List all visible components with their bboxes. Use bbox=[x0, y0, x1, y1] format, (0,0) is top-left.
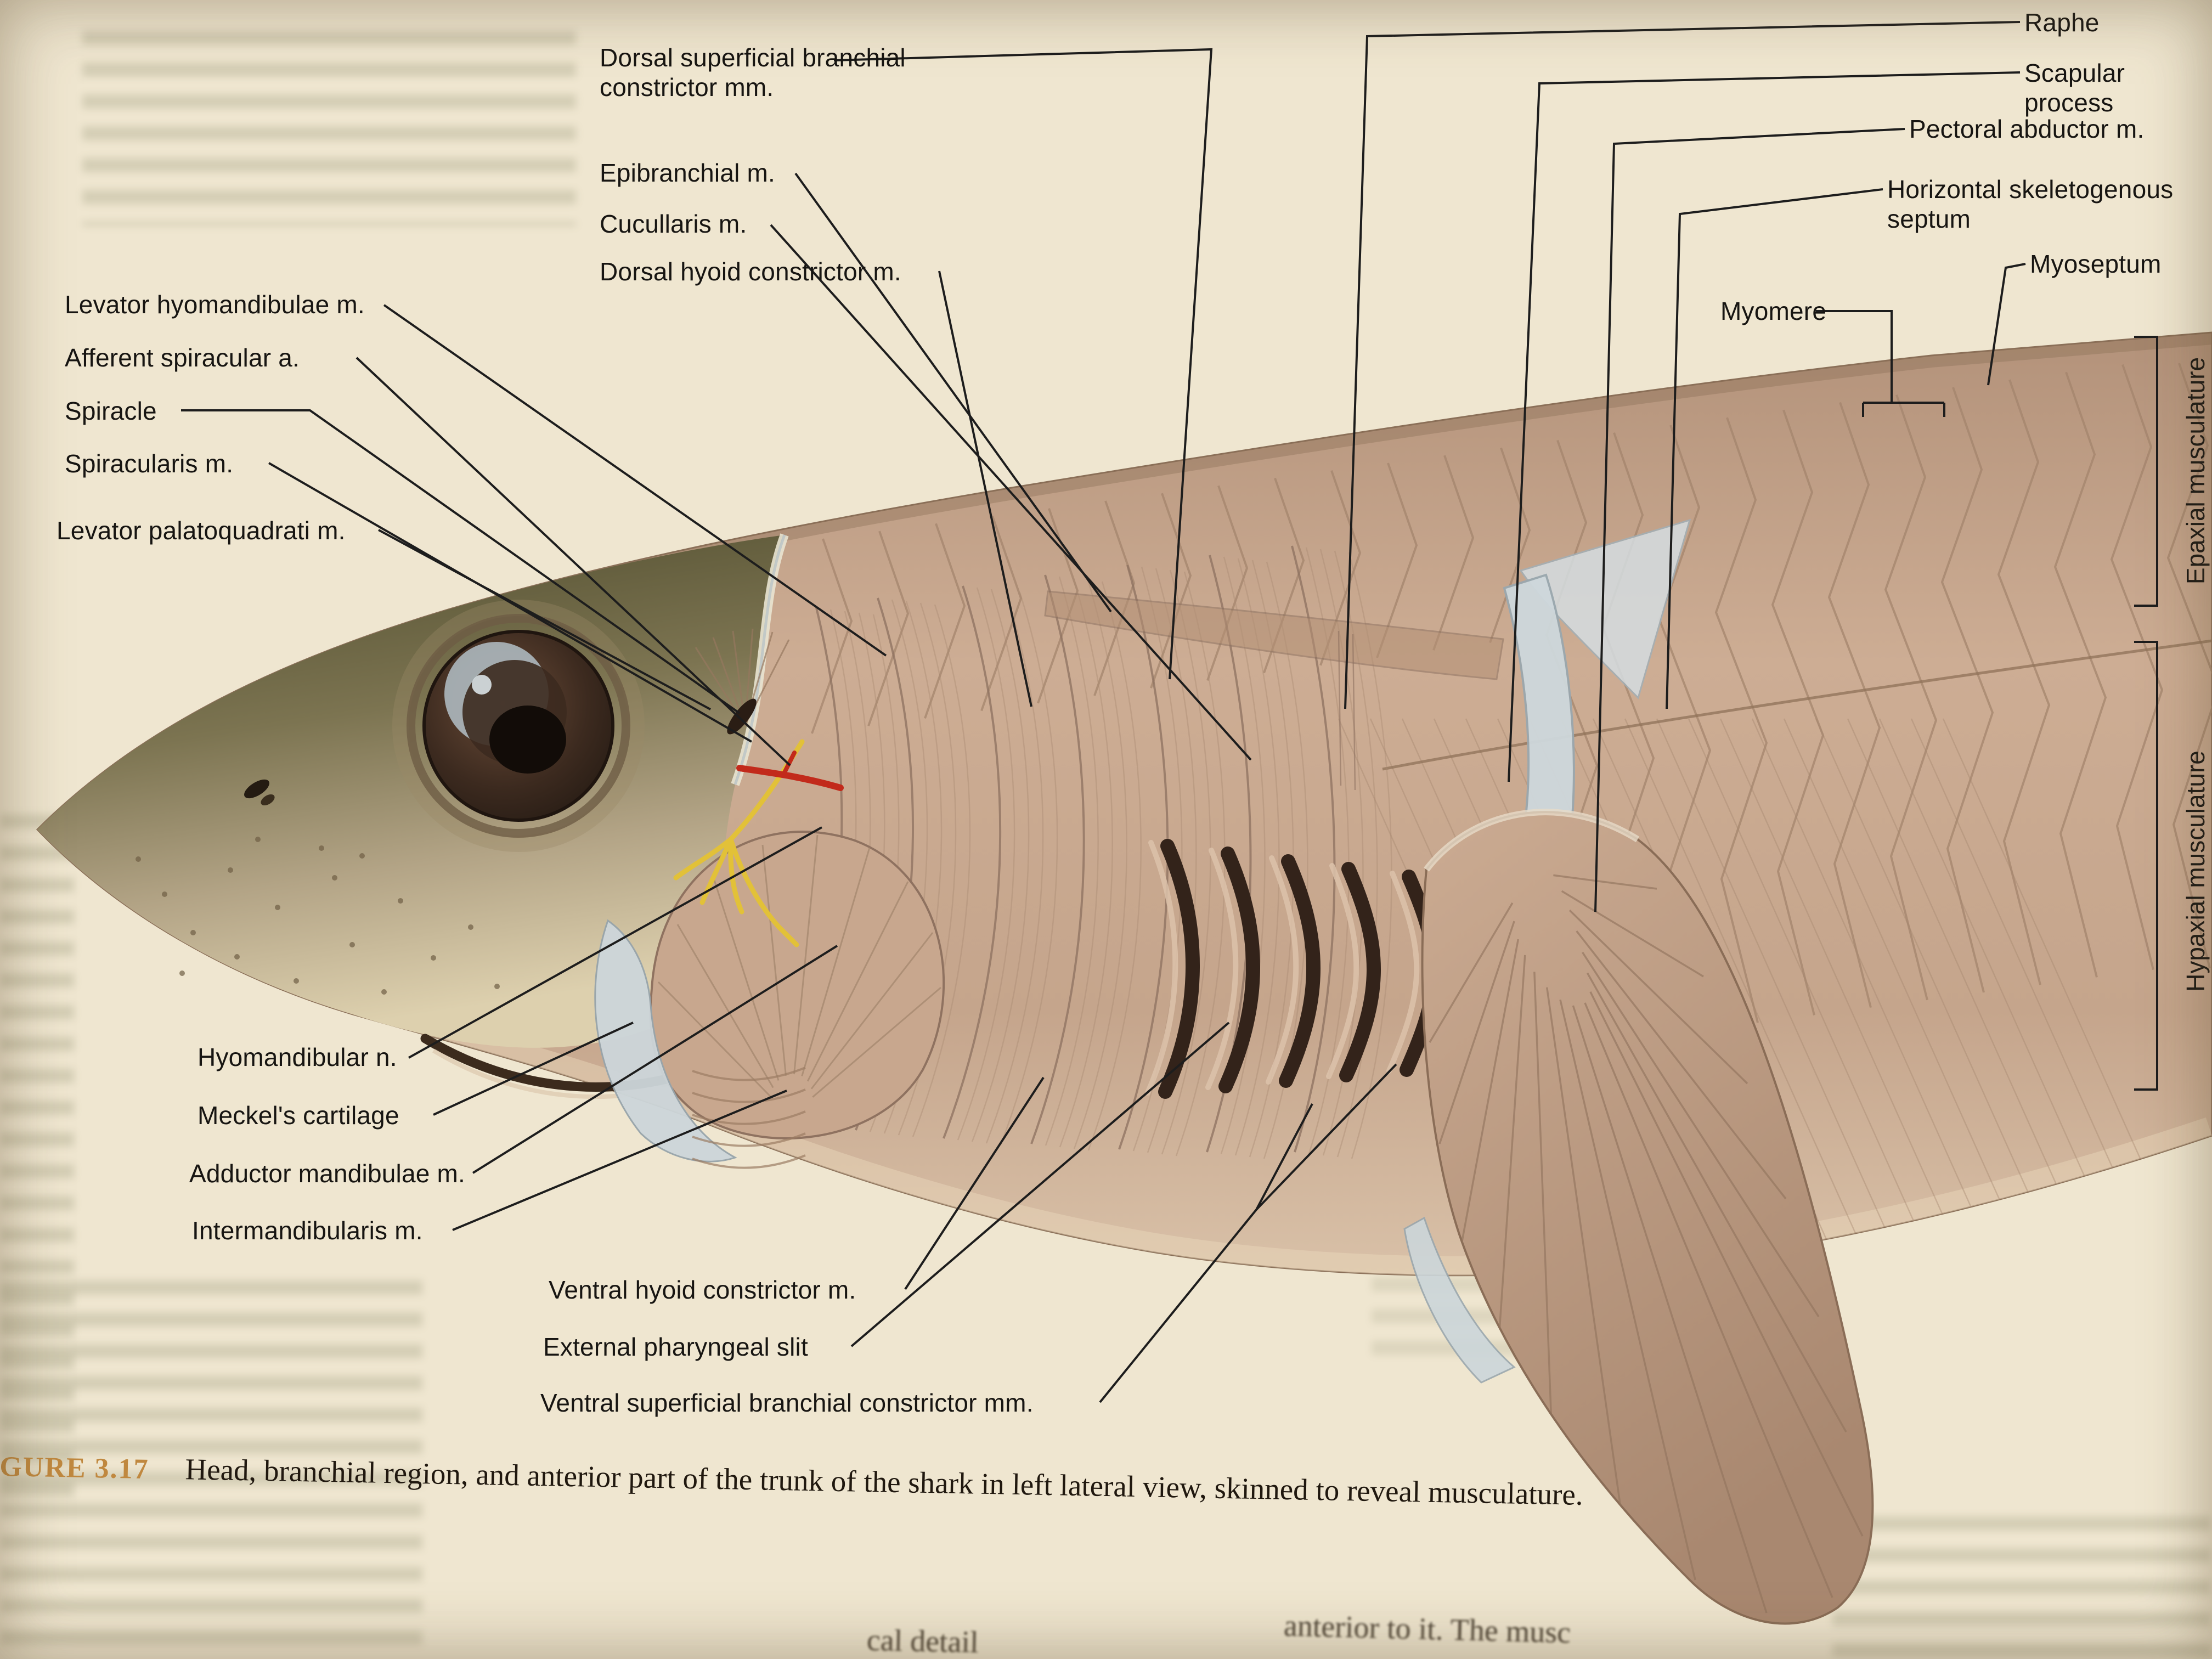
nostril bbox=[244, 779, 275, 806]
label-epibranchial: Epibranchial m. bbox=[600, 159, 776, 187]
label-epaxial-musculature: Epaxial musculature bbox=[2181, 357, 2210, 585]
label-scapular-process: Scapular process bbox=[2024, 59, 2125, 117]
label-spiracle: Spiracle bbox=[65, 397, 157, 425]
eye-glint bbox=[472, 675, 492, 695]
label-external-pharyngeal-slit: External pharyngeal slit bbox=[543, 1333, 808, 1361]
spiracle-opening bbox=[727, 698, 757, 735]
myomere-chevrons bbox=[811, 363, 2212, 1046]
label-intermandibularis: Intermandibularis m. bbox=[192, 1216, 423, 1245]
raphe-line bbox=[1338, 630, 1356, 791]
leader-ventral-hyoid bbox=[904, 1076, 1045, 1290]
label-levator-palatoquadrati: Levator palatoquadrati m. bbox=[57, 516, 346, 545]
figure-label: GURE 3.17 bbox=[0, 1451, 150, 1485]
leader-pectoral-abductor bbox=[1594, 128, 1905, 912]
leader-levator-hyomandibulae bbox=[383, 304, 887, 657]
label-ventral-hyoid-constrictor: Ventral hyoid constrictor m. bbox=[549, 1276, 856, 1304]
label-cucullaris: Cucullaris m. bbox=[600, 210, 747, 238]
label-levator-hyomandibulae: Levator hyomandibulae m. bbox=[65, 290, 365, 319]
leader-scapular-process bbox=[1508, 71, 2021, 782]
jaw-muscles bbox=[594, 628, 945, 1169]
fin-leading-edge-highlight bbox=[1424, 809, 1640, 872]
leader-intermandibularis bbox=[452, 1090, 787, 1231]
leader-myomere bbox=[1816, 310, 1945, 417]
leader-dorsal-superficial bbox=[833, 48, 1213, 680]
label-raphe: Raphe bbox=[2024, 8, 2100, 37]
horizontal-septum-line bbox=[1382, 639, 2212, 771]
scapular-region bbox=[1503, 518, 1691, 851]
bracket-epaxial bbox=[2134, 336, 2158, 607]
pupil bbox=[489, 706, 566, 774]
leader-spiracularis bbox=[268, 462, 752, 743]
ampullae-speckles bbox=[136, 837, 500, 995]
eye bbox=[392, 600, 645, 852]
leader-lines bbox=[181, 21, 2158, 1403]
label-adductor-mandibulae: Adductor mandibulae m. bbox=[189, 1159, 466, 1188]
leader-adductor-mandibulae bbox=[472, 945, 838, 1174]
pectoral-fin-shape bbox=[1421, 811, 1874, 1625]
intermandibularis-striations bbox=[692, 1066, 806, 1169]
afferent-spiracular-artery bbox=[736, 751, 844, 791]
leader-hyomandibular-n bbox=[408, 826, 822, 1059]
leader-epibranchial bbox=[794, 172, 1112, 613]
cut-skin-edge-shade bbox=[733, 534, 786, 785]
label-dorsal-hyoid-constrictor: Dorsal hyoid constrictor m. bbox=[600, 257, 901, 286]
bracket-hypaxial bbox=[2134, 641, 2158, 1091]
bottom-text-fragment-left: cal detail bbox=[866, 1623, 979, 1659]
leader-dorsal-hyoid bbox=[938, 270, 1032, 707]
leader-levator-palatoquadrati bbox=[378, 529, 711, 710]
leader-cucullaris bbox=[770, 224, 1252, 761]
label-meckels-cartilage: Meckel's cartilage bbox=[198, 1101, 399, 1130]
fin-base-cartilage bbox=[1403, 1216, 1516, 1384]
label-horizontal-skeletogenous-septum: Horizontal skeletogenous septum bbox=[1887, 175, 2174, 234]
label-hyomandibular-n: Hyomandibular n. bbox=[198, 1043, 397, 1071]
leader-horizontal-septum bbox=[1666, 188, 1883, 709]
leader-ventral-superficial bbox=[1099, 1063, 1397, 1403]
leader-external-pharyngeal-slit bbox=[850, 1022, 1230, 1347]
label-spiracularis: Spiracularis m. bbox=[65, 449, 234, 478]
label-myoseptum: Myoseptum bbox=[2030, 250, 2162, 278]
label-ventral-superficial-branchial-constrictor: Ventral superficial branchial constricto… bbox=[540, 1389, 1034, 1417]
leader-myoseptum bbox=[1987, 263, 2026, 386]
leader-raphe bbox=[1344, 21, 2021, 709]
label-hypaxial-musculature: Hypaxial musculature bbox=[2181, 751, 2210, 992]
cucullaris-muscle bbox=[1044, 590, 1504, 680]
gill-slits bbox=[1145, 839, 1441, 1099]
label-pectoral-abductor: Pectoral abductor m. bbox=[1909, 115, 2145, 143]
label-myomere: Myomere bbox=[1720, 297, 1827, 325]
pectoral-fin bbox=[1403, 809, 1874, 1625]
meckels-cartilage-shape bbox=[594, 919, 737, 1163]
leader-spiracle bbox=[181, 409, 741, 714]
head-skin bbox=[37, 535, 785, 1048]
branchial-region bbox=[795, 545, 1504, 1159]
label-afferent-spiracular: Afferent spiracular a. bbox=[65, 343, 300, 372]
bottom-text-fragment-right: anterior to it. The musc bbox=[1283, 1609, 1571, 1650]
leader-meckels-cartilage bbox=[433, 1022, 634, 1116]
label-dorsal-superficial-branchial-constrictor: Dorsal superficial branchial constrictor… bbox=[600, 43, 906, 102]
